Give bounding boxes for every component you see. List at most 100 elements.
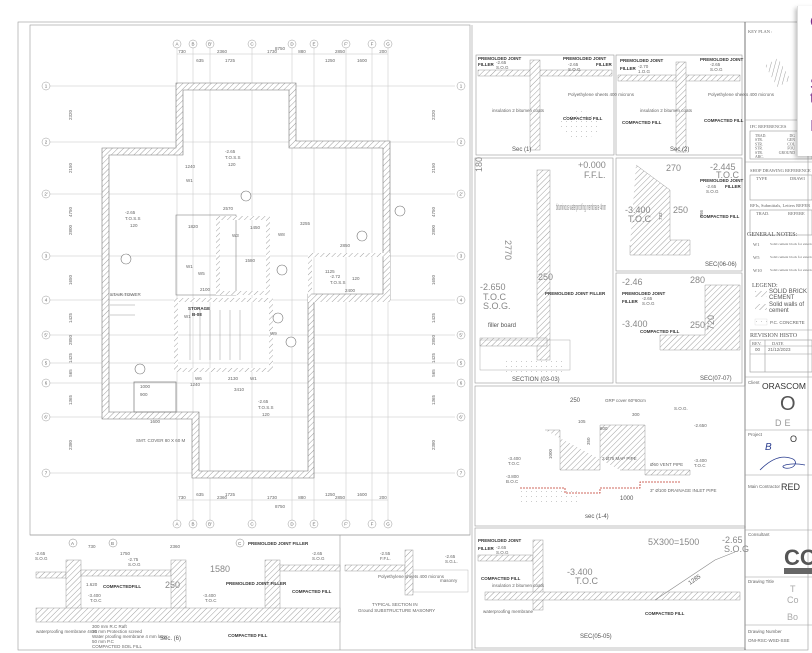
grid-label: 2' xyxy=(44,192,48,197)
grid-label: 2' xyxy=(459,192,463,197)
svg-text:S.O.G: S.O.G xyxy=(710,67,723,72)
svg-text:Ground SUBSTRUCTURE MASONRY: Ground SUBSTRUCTURE MASONRY xyxy=(358,608,435,613)
svg-text:RED: RED xyxy=(781,482,801,492)
svg-text:COMPACTEDFILL: COMPACTEDFILL xyxy=(103,584,141,589)
room-right xyxy=(308,253,390,302)
dimension-text: 1250 xyxy=(325,492,336,497)
svg-text:PREMOLDED JOINT: PREMOLDED JOINT xyxy=(622,291,666,296)
grid-bubble xyxy=(456,412,466,422)
section-06-06: 270 -2.445 T.O.C PREMOLDED JOINT -2.65 F… xyxy=(615,157,744,272)
dimension-text: 1580 xyxy=(245,258,256,263)
grid-label: 3 xyxy=(45,254,48,259)
typical-section-masonry: -2.55 F.F.L. -2.65 S.G.L. Polyethylene s… xyxy=(344,549,469,613)
svg-text:955: 955 xyxy=(699,210,704,218)
note-tag: W1 xyxy=(753,242,760,247)
ifc-row-ref: GEN xyxy=(787,138,795,142)
dimension-text: 1730 xyxy=(267,49,278,54)
wall-tag: W1 xyxy=(250,376,257,381)
grid-bubble xyxy=(41,358,51,368)
ifc-row-ref: GROUND xyxy=(779,151,796,155)
svg-text:-2.65: -2.65 xyxy=(642,296,653,301)
svg-text:PREMOLDED JOINT FILLER: PREMOLDED JOINT FILLER xyxy=(545,291,606,296)
svg-text:O: O xyxy=(790,434,797,444)
wall-tag: W1 xyxy=(186,178,193,183)
svg-text:S.O.G: S.O.G xyxy=(496,550,509,555)
overlay-popup-panel[interactable]: C S t I xyxy=(797,6,812,156)
plan-frame xyxy=(29,24,471,536)
svg-text:Client: Client xyxy=(748,380,760,385)
overall-dimension: 8750 xyxy=(275,46,286,51)
svg-text:S.O.G: S.O.G xyxy=(724,544,749,554)
svg-text:00: 00 xyxy=(755,347,761,352)
grid-label: C xyxy=(250,42,254,47)
svg-text:T.O.C: T.O.C xyxy=(508,461,520,466)
dimension-text: 1425 xyxy=(68,352,73,363)
svg-text:-2.65: -2.65 xyxy=(496,60,507,65)
ifc-row-ref: COL xyxy=(787,142,795,146)
svg-text:IFC REFERENCES: IFC REFERENCES xyxy=(750,124,787,129)
svg-text:-2.75: -2.75 xyxy=(128,557,139,562)
title-block: KEY PLAN : IFC REFERENCES TRAD.DGSTR.GEN… xyxy=(745,29,812,643)
dimension-text: 1425 xyxy=(431,312,436,323)
ifc-row-trade: TRAD. xyxy=(755,134,766,138)
grid-bubble xyxy=(247,39,257,49)
svg-text:FILLER: FILLER xyxy=(620,66,636,71)
dimension-text: 2800 xyxy=(431,224,436,235)
svg-text:Sec (2): Sec (2) xyxy=(670,147,689,153)
grid-label: 6' xyxy=(44,415,48,420)
dimension-text: 4750 xyxy=(431,206,436,217)
wall-tag: W9 xyxy=(270,331,277,336)
svg-text:masonry: masonry xyxy=(440,578,458,583)
svg-text:720: 720 xyxy=(706,315,716,330)
room-label: STORAGE xyxy=(188,306,210,311)
dimension-text: 1650 xyxy=(68,274,73,285)
legend-swatch-walls xyxy=(755,304,767,310)
grid-label: 5' xyxy=(459,333,463,338)
room-label: SMT. COVER 80 X 60 M xyxy=(136,438,186,443)
svg-text:S.O.G: S.O.G xyxy=(35,556,48,561)
svg-text:SEC(05-05): SEC(05-05) xyxy=(580,634,612,640)
svg-text:2 Ø75 MAP PIPE: 2 Ø75 MAP PIPE xyxy=(602,456,637,461)
dimension-text: 2100 xyxy=(200,287,211,292)
grid-label: G xyxy=(386,522,390,527)
level-label: -2.65 xyxy=(125,210,136,215)
svg-text:PREMOLDED JOINT FILLER: PREMOLDED JOINT FILLER xyxy=(226,581,287,586)
grid-label: E xyxy=(312,522,315,527)
svg-text:COMPACTED FILL: COMPACTED FILL xyxy=(228,633,268,638)
svg-text:250: 250 xyxy=(538,272,553,282)
svg-text:C: C xyxy=(238,541,242,546)
dimension-text: 200 xyxy=(379,495,387,500)
grid-bubble xyxy=(367,39,377,49)
dimension-text: 1365 xyxy=(68,394,73,405)
svg-text:T.O.C: T.O.C xyxy=(90,598,102,603)
grid-label: E xyxy=(312,42,315,47)
dimension-text: 2850 xyxy=(431,334,436,345)
storage-room xyxy=(175,214,237,296)
dimension-text: 1125 xyxy=(325,269,335,274)
dimension-text: 730 xyxy=(178,495,186,500)
svg-text:Consultant: Consultant xyxy=(748,532,770,537)
level-label: -2.65 xyxy=(258,399,269,404)
svg-text:S.O.G: S.O.G xyxy=(128,562,141,567)
note-tag: W5 xyxy=(753,255,760,260)
grid-bubble xyxy=(456,295,466,305)
svg-text:733: 733 xyxy=(658,212,663,220)
grid-label: D xyxy=(290,42,294,47)
svg-text:Main Contractor: Main Contractor xyxy=(748,484,781,489)
grid-bubble xyxy=(41,251,51,261)
room-label: B-08 xyxy=(192,312,202,317)
dimension-text: 2130 xyxy=(228,376,239,381)
ifc-row-trade: STR. xyxy=(755,147,763,151)
svg-text:T.O.C: T.O.C xyxy=(694,463,706,468)
popup-letter: t xyxy=(810,90,812,108)
svg-text:TYPICAL SECTION IN: TYPICAL SECTION IN xyxy=(372,602,418,607)
svg-text:COMPACTED FILL: COMPACTED FILL xyxy=(481,576,521,581)
grid-bubble xyxy=(341,519,351,529)
svg-text:-2.65: -2.65 xyxy=(568,62,579,67)
svg-text:T.O.C: T.O.C xyxy=(483,292,507,302)
svg-text:S.O.G: S.O.G xyxy=(706,189,719,194)
grid-bubble xyxy=(383,519,393,529)
grid-bubble xyxy=(383,39,393,49)
svg-text:-3.400: -3.400 xyxy=(622,319,648,329)
